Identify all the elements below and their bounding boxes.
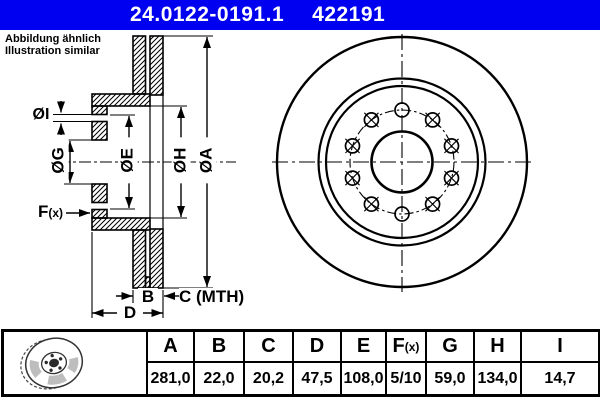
dim-label-diameter-g: ØG [49, 137, 69, 184]
dim-label-d: D [117, 303, 143, 323]
table-header-fx-sub: (x) [404, 339, 420, 354]
similarity-note: Abbildung ähnlich Illustration similar [5, 33, 101, 57]
outer-diameter-circle [275, 35, 529, 289]
table-value-h: 134,0 [473, 363, 520, 394]
dim-label-diameter-h: ØH [171, 137, 191, 184]
table-value-c: 20,2 [243, 363, 292, 394]
dim-label-f-main: F [38, 202, 49, 221]
dim-label-b: B [138, 287, 158, 307]
table-value-a: 281,0 [146, 363, 193, 394]
brake-disc-thumbnail [20, 337, 84, 390]
table-value-i: 14,7 [520, 363, 598, 394]
bolt-hole-ticks [345, 112, 459, 212]
dimension-table: A B C D E F(x) G H I 281,0 22,0 20,2 47,… [1, 329, 600, 397]
header-bar: 24.0122-0191.1 422191 [0, 0, 600, 30]
table-header-i: I [520, 332, 598, 363]
center-bore-circle [370, 130, 434, 194]
dim-label-f-sub: (x) [48, 206, 64, 220]
dim-label-c-mth: C (MTH) [179, 287, 245, 307]
similarity-note-en: Illustration similar [5, 45, 100, 57]
reference-number: 422191 [312, 3, 386, 26]
front-view [272, 34, 533, 292]
table-value-fx: 5/10 [385, 363, 425, 394]
similarity-note-de: Abbildung ähnlich [5, 33, 101, 45]
table-value-g: 59,0 [425, 363, 473, 394]
dim-label-diameter-e: ØE [118, 137, 138, 184]
table-value-d: 47,5 [292, 363, 340, 394]
bolt-circle [349, 109, 455, 215]
bolt-holes [344, 102, 460, 222]
hat-edge-circle [324, 84, 480, 240]
dim-label-f: F(x) [38, 202, 64, 222]
table-value-b: 22,0 [193, 363, 243, 394]
table-value-e: 108,0 [340, 363, 385, 394]
friction-ring-inner-circle [317, 77, 487, 247]
table-header-fx-main: F [392, 335, 405, 357]
table-header-e: E [340, 332, 385, 363]
dim-label-diameter-a: ØA [197, 137, 217, 184]
table-header-d: D [292, 332, 340, 363]
table-header-h: H [473, 332, 520, 363]
table-disc-thumbnail-cell [4, 332, 146, 394]
table-header-b: B [193, 332, 243, 363]
table-header-g: G [425, 332, 473, 363]
cross-section-view [50, 35, 236, 318]
table-header-fx: F(x) [385, 332, 425, 363]
table-header-c: C [243, 332, 292, 363]
table-header-a: A [146, 332, 193, 363]
dim-label-diameter-i: ØI [29, 106, 53, 124]
part-number: 24.0122-0191.1 [130, 3, 285, 26]
